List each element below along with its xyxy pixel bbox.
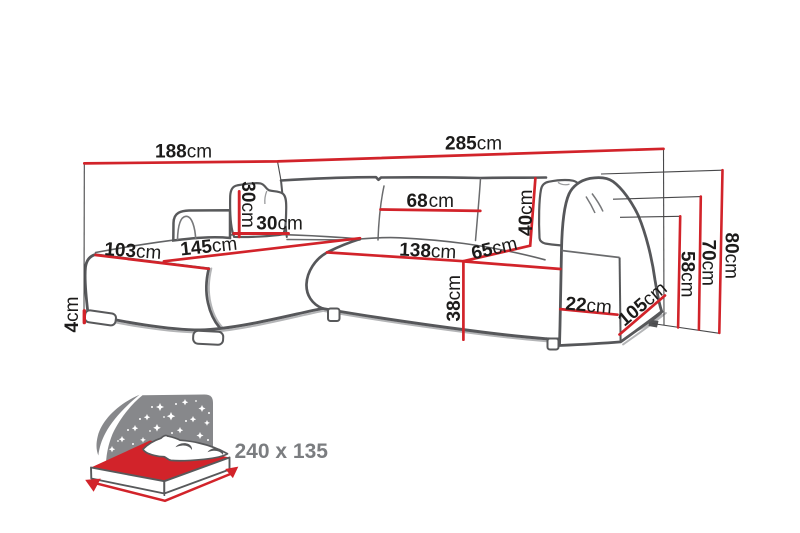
svg-text:188cm: 188cm bbox=[155, 142, 212, 163]
svg-text:70cm: 70cm bbox=[698, 240, 719, 286]
svg-text:240 x 135: 240 x 135 bbox=[235, 440, 329, 463]
svg-text:285cm: 285cm bbox=[445, 133, 502, 154]
svg-text:22cm: 22cm bbox=[565, 294, 613, 319]
svg-text:4cm: 4cm bbox=[62, 297, 83, 333]
svg-text:38cm: 38cm bbox=[444, 275, 465, 321]
svg-text:103cm: 103cm bbox=[104, 239, 162, 264]
svg-text:80cm: 80cm bbox=[721, 233, 742, 279]
svg-text:30cm: 30cm bbox=[237, 181, 258, 227]
svg-text:40cm: 40cm bbox=[516, 190, 537, 236]
svg-text:68cm: 68cm bbox=[407, 191, 454, 212]
svg-text:30cm: 30cm bbox=[256, 213, 302, 234]
svg-text:138cm: 138cm bbox=[399, 240, 457, 264]
svg-text:58cm: 58cm bbox=[677, 251, 698, 297]
